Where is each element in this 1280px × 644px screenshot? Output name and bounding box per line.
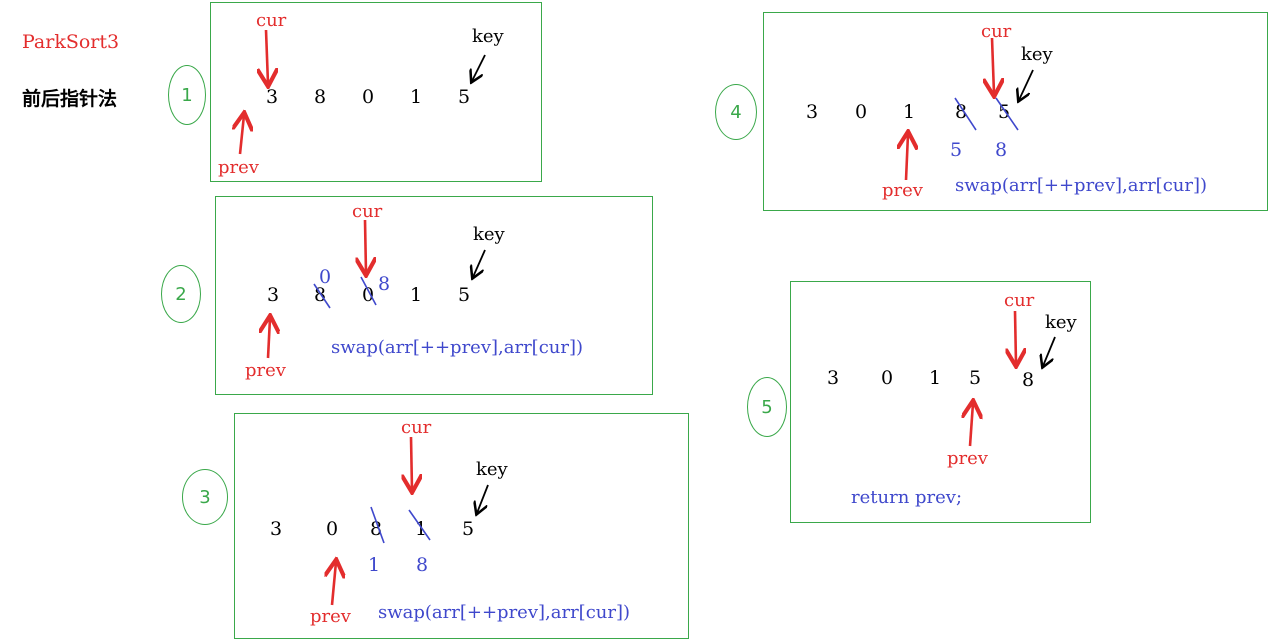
step-1-badge: 1 xyxy=(168,65,206,125)
step-1-key-arrow xyxy=(472,54,486,81)
step-2-value-4: 5 xyxy=(458,284,471,306)
step-4-annotation-1: 8 xyxy=(995,139,1008,161)
step-4-annotation-0: 5 xyxy=(950,139,963,161)
step-4-strike-2 xyxy=(995,97,1019,131)
step-1-value-1: 8 xyxy=(314,86,327,108)
step-3-cur-arrow xyxy=(411,436,412,490)
step-1-value-3: 1 xyxy=(410,86,423,108)
step-4-value-2: 1 xyxy=(903,101,916,123)
step-4-value-1: 0 xyxy=(855,101,868,123)
step-3-strike-1 xyxy=(370,506,385,544)
step-2-annotation-1: 8 xyxy=(378,273,391,295)
step-2-panel xyxy=(215,196,653,395)
step-3-panel xyxy=(234,413,689,639)
step-3-value-1: 0 xyxy=(326,518,339,540)
step-1-cur-arrow xyxy=(266,29,268,84)
step-5-key-label: key xyxy=(1045,312,1077,333)
step-5-value-4: 8 xyxy=(1022,369,1035,391)
step-3-value-2: 8 xyxy=(370,518,383,540)
step-1-prev-label: prev xyxy=(218,157,259,178)
step-4-prev-label: prev xyxy=(882,180,923,201)
step-5-key-arrow xyxy=(1043,336,1056,366)
step-3-key-arrow xyxy=(477,484,489,513)
step-1-value-0: 3 xyxy=(266,86,279,108)
step-1-value-4: 5 xyxy=(458,86,471,108)
step-4-panel xyxy=(763,12,1268,211)
step-2-prev-label: prev xyxy=(245,360,286,381)
step-5-badge: 5 xyxy=(747,377,787,437)
step-3-value-0: 3 xyxy=(270,518,283,540)
step-5-code: return prev; xyxy=(851,487,963,508)
step-3-annotation-1: 8 xyxy=(416,554,429,576)
step-5-cur-label: cur xyxy=(1004,290,1035,311)
step-2-cur-arrow xyxy=(365,219,366,273)
step-3-badge: 3 xyxy=(182,469,228,525)
step-1-key-label: key xyxy=(472,26,504,47)
step-3-strike-2 xyxy=(408,509,431,541)
step-5-prev-label: prev xyxy=(947,448,988,469)
step-4-badge: 4 xyxy=(715,84,757,140)
step-4-value-3: 8 xyxy=(955,101,968,123)
step-4-cur-label: cur xyxy=(981,21,1012,42)
step-1-prev-arrow xyxy=(240,115,244,155)
step-5-cur-arrow xyxy=(1015,310,1016,364)
step-2-value-3: 1 xyxy=(410,284,423,306)
step-3-value-4: 5 xyxy=(462,518,475,540)
step-3-prev-label: prev xyxy=(310,606,351,627)
step-2-prev-arrow xyxy=(268,318,270,359)
step-5-panel xyxy=(790,281,1091,523)
step-2-strike-2 xyxy=(360,276,377,306)
step-2-badge: 2 xyxy=(161,265,201,323)
step-3-key-label: key xyxy=(476,459,508,480)
step-2-value-0: 3 xyxy=(267,284,280,306)
diagram-title: ParkSort3 xyxy=(22,31,120,53)
step-4-value-0: 3 xyxy=(806,101,819,123)
step-3-prev-arrow xyxy=(332,562,336,606)
step-2-value-2: 0 xyxy=(362,284,375,306)
step-3-cur-label: cur xyxy=(401,417,432,438)
step-2-cur-label: cur xyxy=(352,201,383,222)
step-5-value-0: 3 xyxy=(827,367,840,389)
step-3-code: swap(arr[++prev],arr[cur]) xyxy=(378,602,631,623)
step-4-strike-1 xyxy=(954,97,977,131)
step-1-panel xyxy=(210,2,542,182)
step-4-code: swap(arr[++prev],arr[cur]) xyxy=(955,175,1208,196)
step-5-value-3: 5 xyxy=(969,367,982,389)
step-5-prev-arrow xyxy=(970,403,973,447)
step-2-code: swap(arr[++prev],arr[cur]) xyxy=(331,337,584,358)
diagram-subtitle: 前后指针法 xyxy=(22,88,118,110)
step-2-key-arrow xyxy=(473,249,486,277)
step-5-value-1: 0 xyxy=(881,367,894,389)
step-1-value-2: 0 xyxy=(362,86,375,108)
step-4-key-label: key xyxy=(1021,44,1053,65)
step-2-key-label: key xyxy=(473,224,505,245)
step-2-strike-1 xyxy=(313,283,331,309)
step-1-cur-label: cur xyxy=(256,10,287,31)
step-5-value-2: 1 xyxy=(929,367,942,389)
step-4-prev-arrow xyxy=(906,134,908,181)
step-4-key-arrow xyxy=(1019,69,1034,100)
step-4-cur-arrow xyxy=(992,37,994,94)
step-3-annotation-0: 1 xyxy=(368,554,381,576)
step-2-annotation-0: 0 xyxy=(319,266,332,288)
